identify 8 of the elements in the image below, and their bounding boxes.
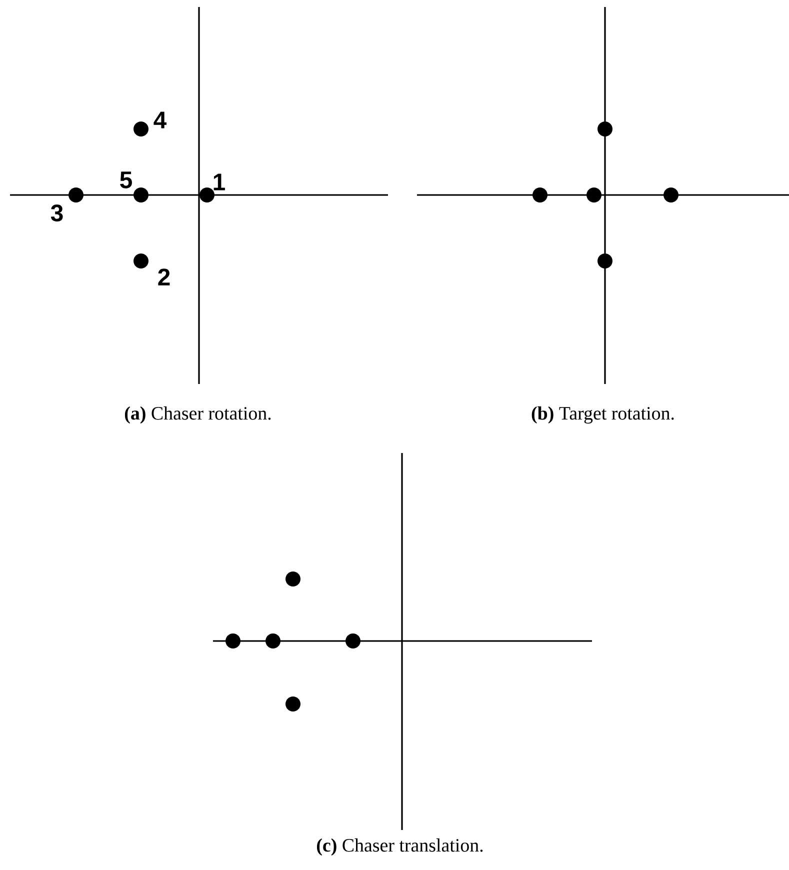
- point-number: 3: [50, 204, 63, 222]
- point-number: 1: [214, 174, 225, 190]
- caption: (c) Chaser translation.: [317, 838, 483, 856]
- point-number: 4: [154, 112, 167, 128]
- point-number: 5: [120, 172, 132, 188]
- point-number: 2: [158, 268, 170, 286]
- caption: (b) Target rotation.: [532, 406, 674, 424]
- caption: (a) Chaser rotation.: [124, 406, 271, 424]
